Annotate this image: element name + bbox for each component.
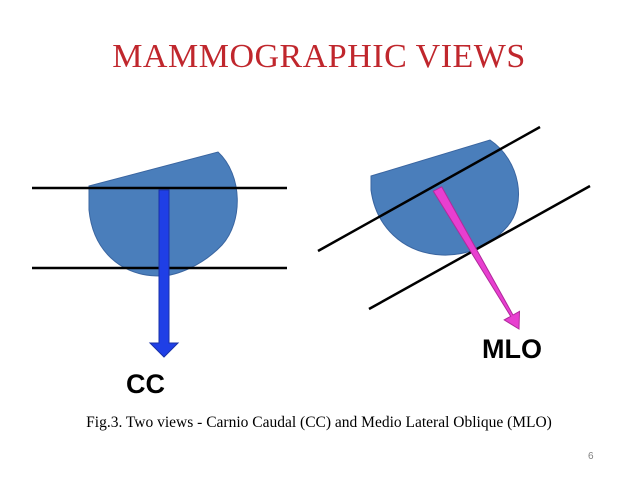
page-number: 6 [588, 451, 594, 462]
slide-title: MAMMOGRAPHIC VIEWS [112, 38, 526, 75]
mlo-label: MLO [482, 334, 542, 364]
mlo-arrow [432, 186, 521, 330]
cc-label: CC [126, 369, 165, 399]
mlo-view [317, 125, 591, 330]
mlo-compression-line-upper [317, 125, 541, 253]
mlo-compression-line-lower [368, 184, 591, 311]
figure-caption: Fig.3. Two views - Carnio Caudal (CC) an… [86, 414, 552, 431]
cc-view [32, 151, 287, 358]
cc-arrow [148, 189, 180, 358]
